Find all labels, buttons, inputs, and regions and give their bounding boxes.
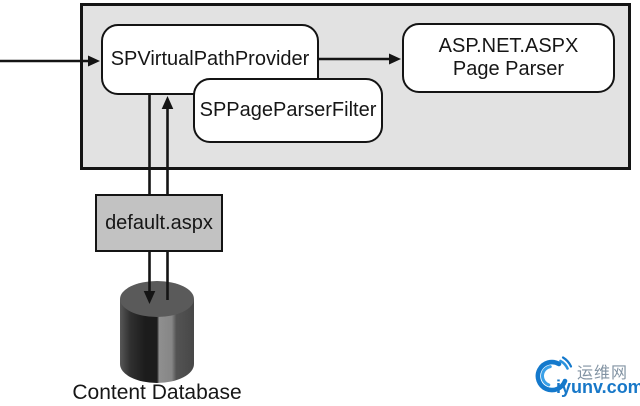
node-aspnet-page-parser-label: ASP.NET.ASPX Page Parser (439, 35, 579, 81)
node-default-aspx-label: default.aspx (105, 211, 213, 234)
node-aspnet-page-parser-line2: Page Parser (452, 58, 565, 80)
node-aspnet-page-parser: ASP.NET.ASPX Page Parser (402, 23, 615, 93)
node-spvirtualpathprovider-label: SPVirtualPathProvider (110, 48, 310, 70)
node-aspnet-page-parser-line1: ASP.NET.ASPX (438, 35, 579, 57)
watermark-site-domain: iyunv.com (556, 377, 640, 397)
node-sppageparserfilter-label: SPPageParserFilter (199, 99, 377, 121)
node-default-aspx: default.aspx (95, 194, 223, 252)
iyunv-logo-icon (535, 356, 573, 393)
database-cylinder-icon (120, 281, 194, 383)
content-database-label: Content Database (72, 381, 242, 404)
node-sppageparserfilter: SPPageParserFilter (193, 78, 383, 143)
watermark: 运维网 iyunv.com (531, 350, 640, 402)
watermark-site-name: 运维网 (577, 365, 629, 382)
